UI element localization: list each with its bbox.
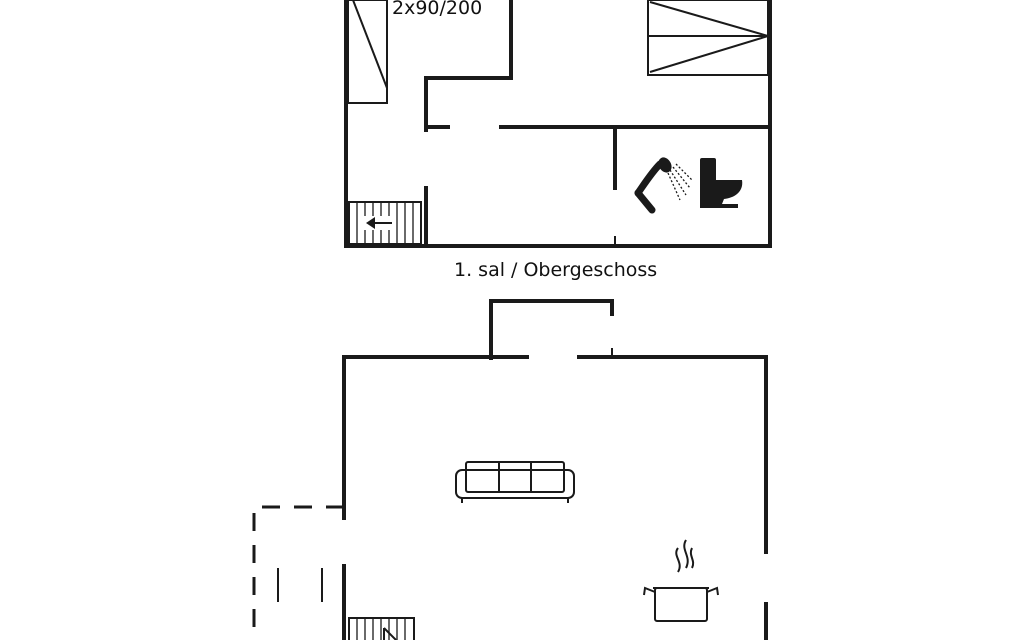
terrace-outline	[252, 505, 344, 640]
sofa-icon	[455, 461, 575, 503]
toilet-icon	[700, 158, 743, 208]
upper-outer-walls	[344, 0, 772, 248]
bed-size-label: 2x90/200	[392, 0, 483, 19]
stairs-icon	[348, 617, 415, 640]
stairs-icon	[348, 201, 422, 245]
upper-floor	[344, 0, 772, 248]
floor-label: 1. sal / Obergeschoss	[454, 259, 658, 281]
wardrobe	[347, 0, 388, 104]
terrace-post-left	[277, 568, 323, 602]
closet-right	[647, 0, 772, 76]
shower-icon	[634, 157, 693, 214]
cooking-pot-icon	[643, 539, 719, 622]
entrance-vestibule-walls	[489, 299, 614, 360]
ground-top-wall-right	[577, 355, 768, 554]
bedroom-wall	[424, 0, 513, 132]
ground-floor	[252, 299, 768, 640]
